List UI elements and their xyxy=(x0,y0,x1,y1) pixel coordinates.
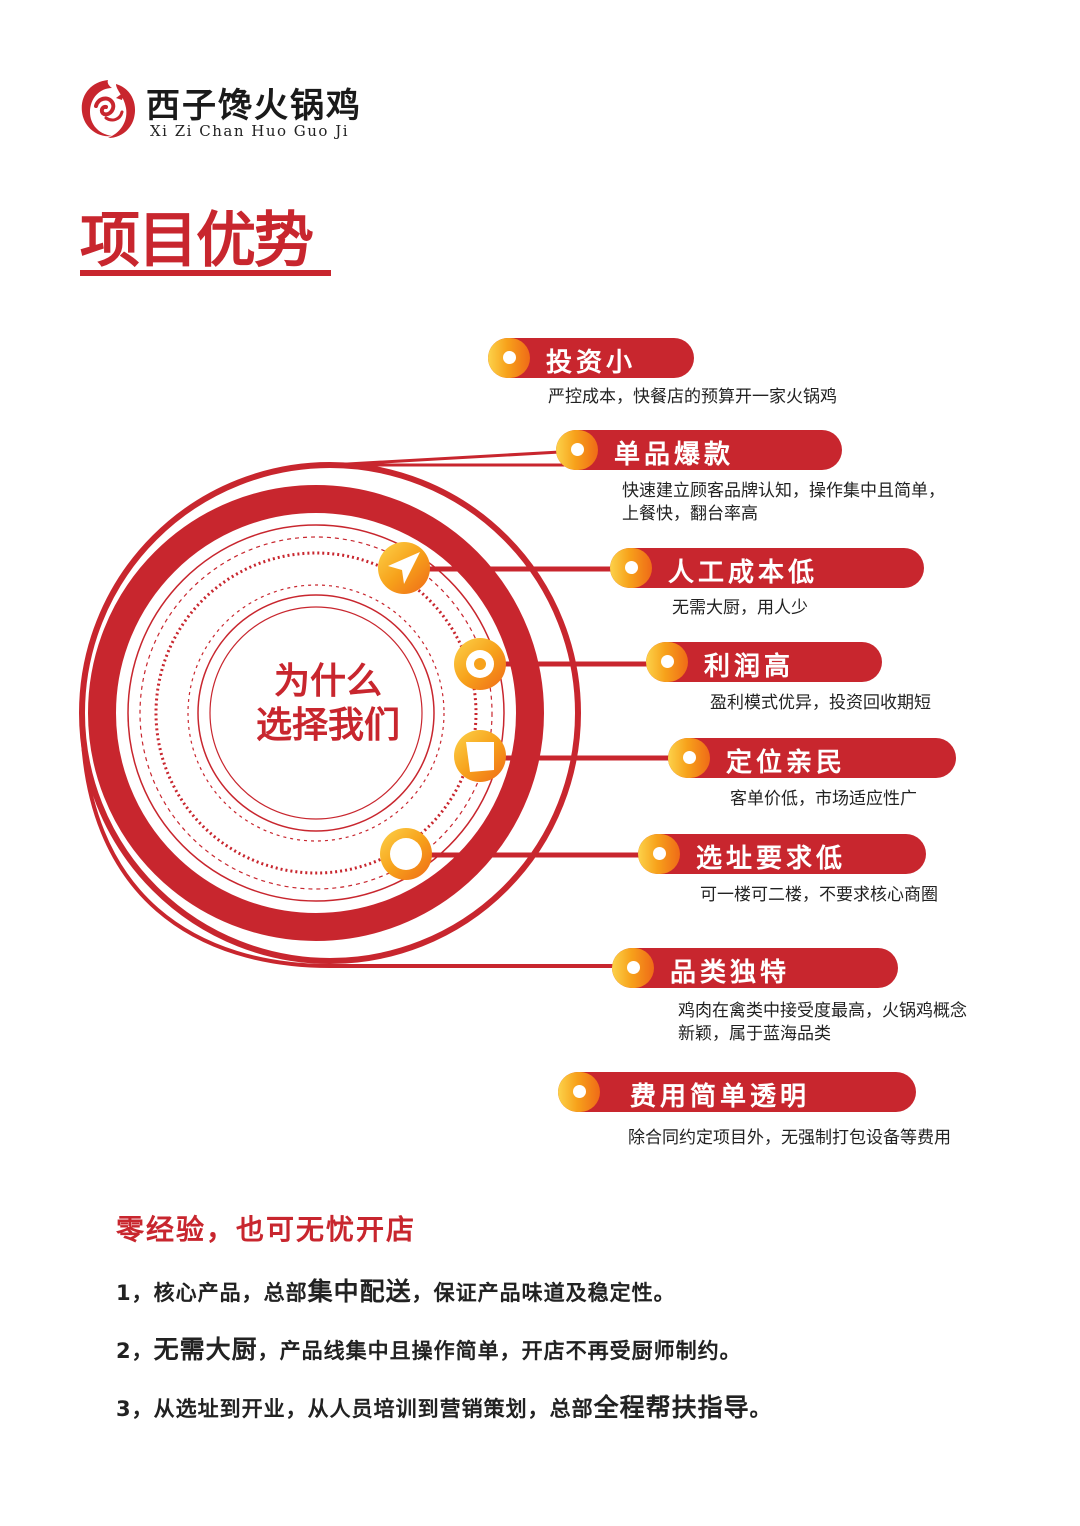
bullet-dot-icon xyxy=(612,948,654,988)
desc-line: 新颖，属于蓝海品类 xyxy=(678,1024,831,1044)
point-emphasis: 无需大厨 xyxy=(153,1335,258,1364)
center-line-1: 为什么 xyxy=(273,661,382,702)
advantage-desc: 严控成本，快餐店的预算开一家火锅鸡 xyxy=(548,386,837,409)
advantage-pill-unique-category: 品类独特 xyxy=(612,948,898,988)
advantage-pill-easy-location: 选址要求低 xyxy=(638,834,926,874)
advantage-label: 选址要求低 xyxy=(696,844,847,874)
advantage-pill-hit-product: 单品爆款 xyxy=(556,430,842,470)
advantage-desc: 客单价低，市场适应性广 xyxy=(730,788,917,811)
center-question: 为什么 选择我们 xyxy=(210,660,446,748)
advantage-label: 单品爆款 xyxy=(614,440,735,470)
bullet-dot-icon xyxy=(558,1072,600,1112)
bullet-dot-icon xyxy=(638,834,680,874)
why-choose-us-diagram xyxy=(79,450,690,968)
advantage-desc: 除合同约定项目外，无强制打包设备等费用 xyxy=(628,1127,951,1150)
desc-line: 上餐快，翻台率高 xyxy=(622,504,758,524)
advantage-label: 投资小 xyxy=(546,348,637,378)
ring-icon xyxy=(380,828,432,880)
point-emphasis: 集中配送 xyxy=(307,1277,412,1306)
advantage-pill-low-labor-cost: 人工成本低 xyxy=(610,548,924,588)
bullet-dot-icon xyxy=(610,548,652,588)
desc-line: 盈利模式优异，投资回收期短 xyxy=(710,693,931,713)
title-underline xyxy=(80,270,331,276)
bullet-dot-icon xyxy=(646,642,688,682)
advantage-desc: 快速建立顾客品牌认知，操作集中且简单， 上餐快，翻台率高 xyxy=(622,480,945,526)
paper-plane-icon xyxy=(378,542,430,594)
advantage-label: 利润高 xyxy=(704,652,795,682)
point-text: ，产品线集中且操作简单，开店不再受厨师制约。 xyxy=(257,1339,742,1363)
bullet-dot-icon xyxy=(488,338,530,378)
desc-line: 鸡肉在禽类中接受度最高，火锅鸡概念 xyxy=(678,1001,967,1021)
advantage-label: 品类独特 xyxy=(670,958,791,988)
advantage-pill-high-profit: 利润高 xyxy=(646,642,882,682)
desc-line: 除合同约定项目外，无强制打包设备等费用 xyxy=(628,1128,951,1148)
advantage-label: 定位亲民 xyxy=(726,748,847,778)
desc-line: 快速建立顾客品牌认知，操作集中且简单， xyxy=(622,481,945,501)
bullet-dot-icon xyxy=(556,430,598,470)
brand-logo-icon xyxy=(81,80,136,138)
support-point-2: 2，无需大厨，产品线集中且操作简单，开店不再受厨师制约。 xyxy=(116,1330,742,1366)
advantage-desc: 无需大厨，用人少 xyxy=(672,597,808,620)
advantage-desc: 盈利模式优异，投资回收期短 xyxy=(710,692,931,715)
desc-line: 无需大厨，用人少 xyxy=(672,598,808,618)
desc-line: 严控成本，快餐店的预算开一家火锅鸡 xyxy=(548,387,837,407)
advantage-pill-low-investment: 投资小 xyxy=(488,338,694,378)
point-emphasis: 全程帮扶指导 xyxy=(593,1393,750,1422)
center-line-2: 选择我们 xyxy=(255,705,400,746)
advantage-label: 费用简单透明 xyxy=(630,1082,811,1112)
brand-name-cn: 西子馋火锅鸡 xyxy=(146,86,362,126)
desc-line: 客单价低，市场适应性广 xyxy=(730,789,917,809)
point-text: ，保证产品味道及稳定性。 xyxy=(411,1281,676,1305)
desc-line: 可一楼可二楼，不要求核心商圈 xyxy=(700,885,938,905)
point-text: 。 xyxy=(749,1397,772,1421)
point-text: 1，核心产品，总部 xyxy=(116,1281,308,1305)
bullet-dot-icon xyxy=(668,738,710,778)
page-title: 项目优势 xyxy=(80,206,314,276)
advantage-desc: 可一楼可二楼，不要求核心商圈 xyxy=(700,884,938,907)
advantage-pill-affordable: 定位亲民 xyxy=(668,738,956,778)
target-icon xyxy=(454,638,506,690)
point-text: 2， xyxy=(116,1339,154,1363)
advantage-desc: 鸡肉在禽类中接受度最高，火锅鸡概念 新颖，属于蓝海品类 xyxy=(678,1000,967,1046)
tag-icon xyxy=(454,730,506,782)
bottom-heading: 零经验，也可无忧开店 xyxy=(116,1213,417,1246)
advantage-pill-transparent-fees: 费用简单透明 xyxy=(558,1072,916,1112)
support-point-3: 3，从选址到开业，从人员培训到营销策划，总部全程帮扶指导。 xyxy=(116,1388,772,1424)
brand-name-en: Xi Zi Chan Huo Guo Ji xyxy=(150,122,350,140)
point-text: 3，从选址到开业，从人员培训到营销策划，总部 xyxy=(116,1397,594,1421)
advantage-label: 人工成本低 xyxy=(668,558,819,588)
support-point-1: 1，核心产品，总部集中配送，保证产品味道及稳定性。 xyxy=(116,1272,676,1308)
